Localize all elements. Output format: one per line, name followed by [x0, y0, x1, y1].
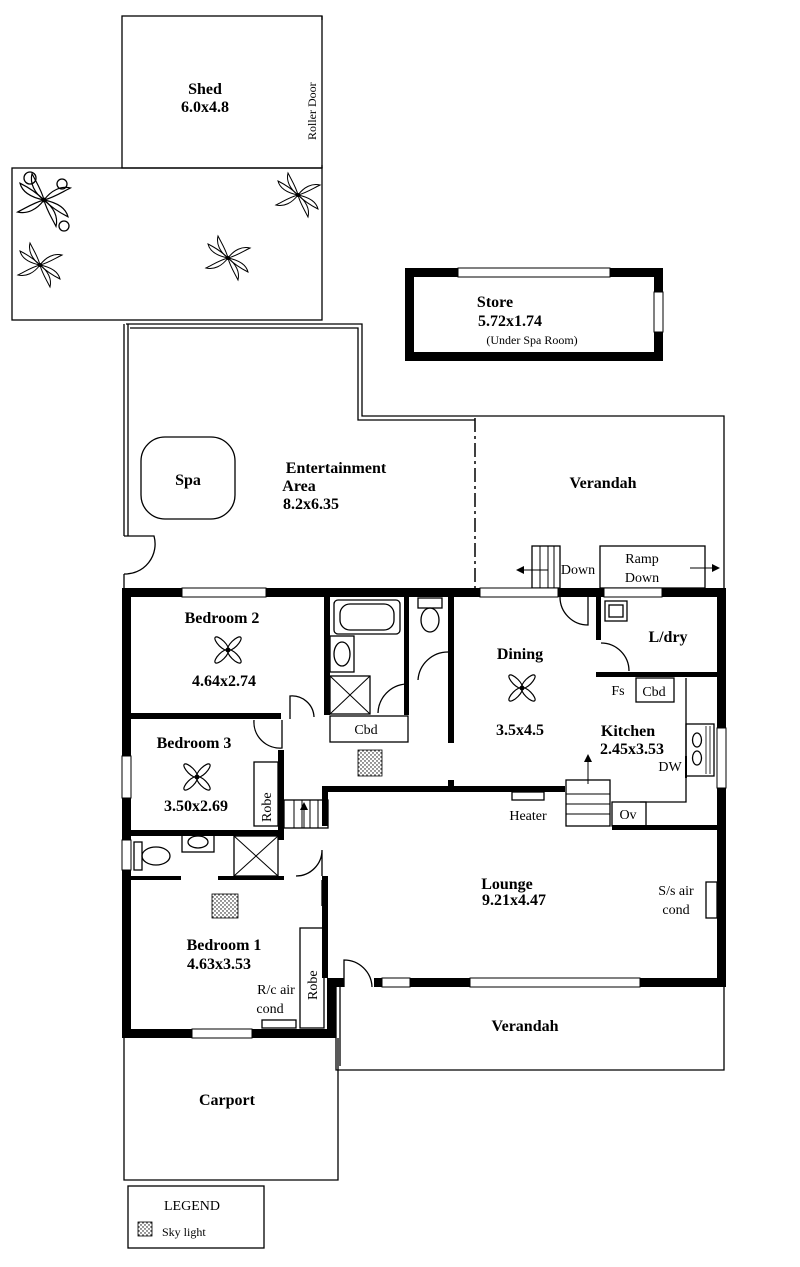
lounge-size: 9.21x4.47: [482, 892, 546, 909]
skylight-bedroom1: [211, 893, 239, 919]
ceiling-fan-bedroom2: [212, 634, 244, 666]
side-door-swing: [123, 535, 156, 575]
bedroom3-size: 3.50x2.69: [164, 798, 228, 815]
laundry-tub-basin: [608, 604, 624, 618]
door-swings: [253, 596, 630, 906]
legend-title: LEGEND: [164, 1199, 220, 1214]
steps: [516, 545, 561, 589]
fs-label: Fs: [611, 684, 624, 699]
rc-air-unit: [261, 1019, 297, 1029]
dining-label: Dining: [497, 646, 543, 663]
ramp-label: Ramp: [625, 552, 658, 567]
store-note: (Under Spa Room): [486, 333, 577, 347]
interior-walls: [131, 597, 722, 978]
shed: [121, 15, 324, 169]
shed-label: Shed: [188, 81, 222, 98]
robe-bedroom3: [253, 761, 279, 827]
ss-air-label-2: cond: [662, 903, 689, 918]
skylight-hall: [357, 749, 383, 777]
rc-air-label: R/c air: [257, 983, 295, 998]
ramp: [599, 545, 720, 589]
garden-plants: [16, 171, 321, 288]
verandah-bottom: [335, 987, 725, 1071]
ss-air-unit: [705, 881, 718, 919]
lounge-label: Lounge: [481, 876, 533, 893]
shed-size: 6.0x4.8: [181, 99, 229, 116]
ramp-label-2: Down: [625, 571, 659, 586]
spa-label: Spa: [175, 472, 201, 489]
entertainment-area: [123, 323, 476, 590]
verandah-bottom-label: Verandah: [492, 1018, 559, 1035]
legend-skylight-swatch: [137, 1221, 153, 1237]
cbd-kitchen-label: Cbd: [642, 685, 665, 700]
robe-bedroom1: [299, 927, 325, 1029]
ov-label: Ov: [619, 808, 636, 823]
bathroom-fixtures: [329, 597, 443, 715]
store-label: Store: [477, 294, 513, 311]
roller-door-label: Roller Door: [305, 82, 319, 140]
store: [405, 267, 664, 361]
kitchen-label: Kitchen: [601, 723, 655, 740]
spa: [140, 436, 236, 520]
legend: [127, 1185, 265, 1249]
entertainment-size: 8.2x6.35: [283, 496, 339, 513]
entertainment-label-2: Area: [282, 478, 315, 495]
ceiling-fan-bedroom3: [181, 761, 213, 793]
carport-label: Carport: [199, 1092, 256, 1109]
kitchen-bench: [565, 677, 715, 827]
verandah-top-label: Verandah: [570, 475, 637, 492]
kitchen-size: 2.45x3.53: [600, 741, 664, 758]
bedroom1-size: 4.63x3.53: [187, 956, 251, 973]
dining-size: 3.5x4.5: [496, 722, 544, 739]
robe-bedroom1-label: Robe: [306, 970, 321, 1000]
bedroom1-label: Bedroom 1: [187, 937, 262, 954]
robe-bedroom3-label: Robe: [260, 792, 275, 822]
dw-label: DW: [658, 760, 682, 775]
bedroom3-label: Bedroom 3: [157, 735, 232, 752]
down-label: Down: [561, 563, 595, 578]
hall-steps: [283, 799, 329, 829]
heater: [511, 791, 545, 801]
cbd-hall: [329, 715, 409, 743]
rc-air-label-2: cond: [256, 1002, 283, 1017]
legend-skylight-label: Sky light: [162, 1225, 206, 1239]
laundry-tub: [604, 600, 628, 622]
ldry-label: L/dry: [648, 629, 687, 646]
store-size: 5.72x1.74: [478, 313, 542, 330]
bedroom2-label: Bedroom 2: [185, 610, 260, 627]
ss-air-label: S/s air: [658, 884, 694, 899]
ceiling-fan-dining: [506, 672, 538, 704]
verandah-top: [475, 415, 725, 590]
carport: [123, 1038, 339, 1181]
house-walls: [121, 587, 727, 1039]
entertainment-label: Entertainment: [286, 460, 387, 477]
bedroom2-size: 4.64x2.74: [192, 673, 256, 690]
cbd-hall-label: Cbd: [354, 723, 377, 738]
heater-label: Heater: [509, 809, 547, 824]
garden: [11, 167, 323, 321]
ensuite-fixtures: [133, 831, 279, 877]
